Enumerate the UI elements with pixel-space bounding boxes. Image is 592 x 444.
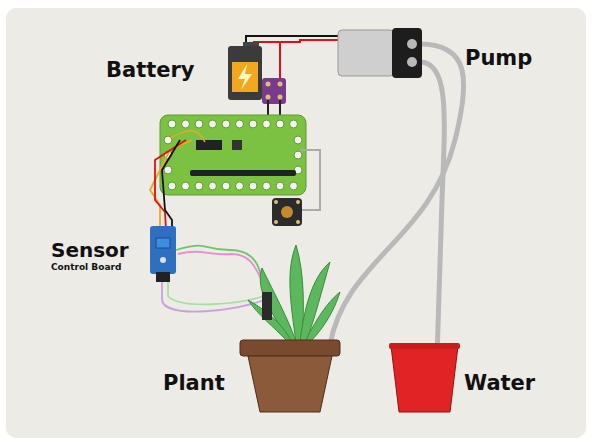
button-module bbox=[272, 198, 302, 226]
controller-board bbox=[160, 115, 306, 195]
board-hole bbox=[195, 182, 203, 190]
water-cup bbox=[391, 346, 458, 412]
board-hole bbox=[263, 182, 271, 190]
battery-label bbox=[232, 62, 258, 92]
board-hole bbox=[209, 120, 217, 128]
plant bbox=[248, 245, 340, 342]
board-hole bbox=[236, 120, 244, 128]
wire bbox=[150, 140, 192, 230]
moisture-sensor bbox=[262, 292, 272, 320]
board-hole bbox=[294, 136, 302, 144]
part-label: Plant bbox=[163, 373, 225, 394]
board-hole bbox=[168, 120, 176, 128]
part-label: Water bbox=[464, 373, 535, 394]
part-label: Battery bbox=[106, 60, 195, 81]
board-hole bbox=[222, 120, 230, 128]
transistor-board bbox=[262, 78, 286, 104]
wire bbox=[162, 140, 180, 230]
board-hole bbox=[249, 120, 257, 128]
chip bbox=[232, 140, 242, 150]
tube bbox=[420, 62, 444, 358]
wire bbox=[155, 140, 186, 230]
board-hole bbox=[263, 120, 271, 128]
part-label: Pump bbox=[465, 48, 532, 69]
board-hole bbox=[249, 182, 257, 190]
board-hole bbox=[276, 120, 284, 128]
wire bbox=[170, 131, 205, 142]
sensor-control-board bbox=[150, 226, 176, 274]
pot bbox=[248, 356, 332, 412]
board-hole bbox=[182, 182, 190, 190]
button bbox=[281, 206, 293, 218]
board-hole bbox=[290, 120, 298, 128]
board-hole bbox=[182, 120, 190, 128]
wire bbox=[300, 150, 320, 210]
board-hole bbox=[222, 182, 230, 190]
board-hole bbox=[236, 182, 244, 190]
wire bbox=[162, 282, 264, 312]
pump bbox=[338, 30, 394, 76]
pump-head bbox=[392, 28, 422, 78]
board-hole bbox=[276, 182, 284, 190]
wire bbox=[178, 252, 270, 296]
wire bbox=[176, 246, 264, 296]
part-label: Control Board bbox=[51, 263, 121, 272]
board-hole bbox=[294, 151, 302, 159]
wire bbox=[279, 42, 281, 84]
board-hole bbox=[290, 182, 298, 190]
board-hole bbox=[168, 182, 176, 190]
header bbox=[196, 140, 222, 150]
part-label: Sensor bbox=[51, 240, 129, 260]
lightning-symbol bbox=[238, 64, 252, 90]
board-hole bbox=[164, 166, 172, 174]
battery bbox=[228, 46, 262, 100]
pot-rim bbox=[240, 340, 340, 356]
board-hole bbox=[195, 120, 203, 128]
cup-rim bbox=[389, 343, 460, 349]
board-hole bbox=[209, 182, 217, 190]
edge-connector bbox=[190, 170, 296, 176]
background bbox=[6, 8, 586, 438]
